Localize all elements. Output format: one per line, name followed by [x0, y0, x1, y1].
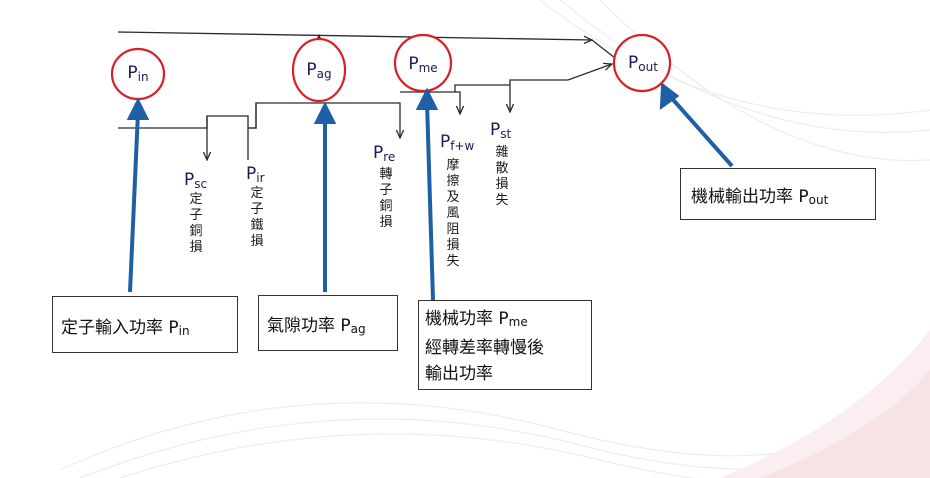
box-stator-input-power: 定子輸入功率 Pin: [52, 296, 238, 353]
pointer-arrow-pin: [128, 111, 140, 293]
loss-label-pir: 定子鐵損: [250, 186, 264, 249]
pointer-arrow-pout: [666, 92, 734, 168]
loss-symbol-psc: Psc: [184, 170, 208, 191]
loss-symbol-pir: Pir: [246, 164, 265, 185]
node-label-pag: Pag: [306, 60, 332, 81]
node-circle-pag: [291, 37, 347, 103]
loss-symbol-pre: Pre: [373, 143, 396, 164]
node-circle-pme: [393, 33, 453, 93]
loss-label-pfw: 摩擦及風阻損失: [446, 158, 460, 269]
node-label-pin: Pin: [127, 63, 149, 84]
box-airgap-power: 氣隙功率 Pag: [258, 295, 398, 351]
node-circle-pout: [612, 33, 672, 93]
loss-label-pre: 轉子銅損: [379, 167, 393, 230]
main-flow-line: [117, 31, 616, 160]
loss-symbol-pfw: Pf+w: [440, 132, 475, 153]
pointer-arrow-pme: [425, 101, 435, 301]
loss-label-psc: 定子銅損: [189, 192, 203, 255]
box-mechanical-output-power: 機械輸出功率 Pout: [680, 168, 876, 220]
loss-symbol-pst: Pst: [490, 120, 512, 141]
box-mechanical-power: 機械功率 Pme 經轉差率轉慢後 輸出功率: [418, 300, 592, 390]
node-label-pme: Pme: [408, 54, 438, 75]
node-label-pout: Pout: [628, 53, 658, 74]
loss-label-pst: 雜散損失: [495, 145, 509, 208]
